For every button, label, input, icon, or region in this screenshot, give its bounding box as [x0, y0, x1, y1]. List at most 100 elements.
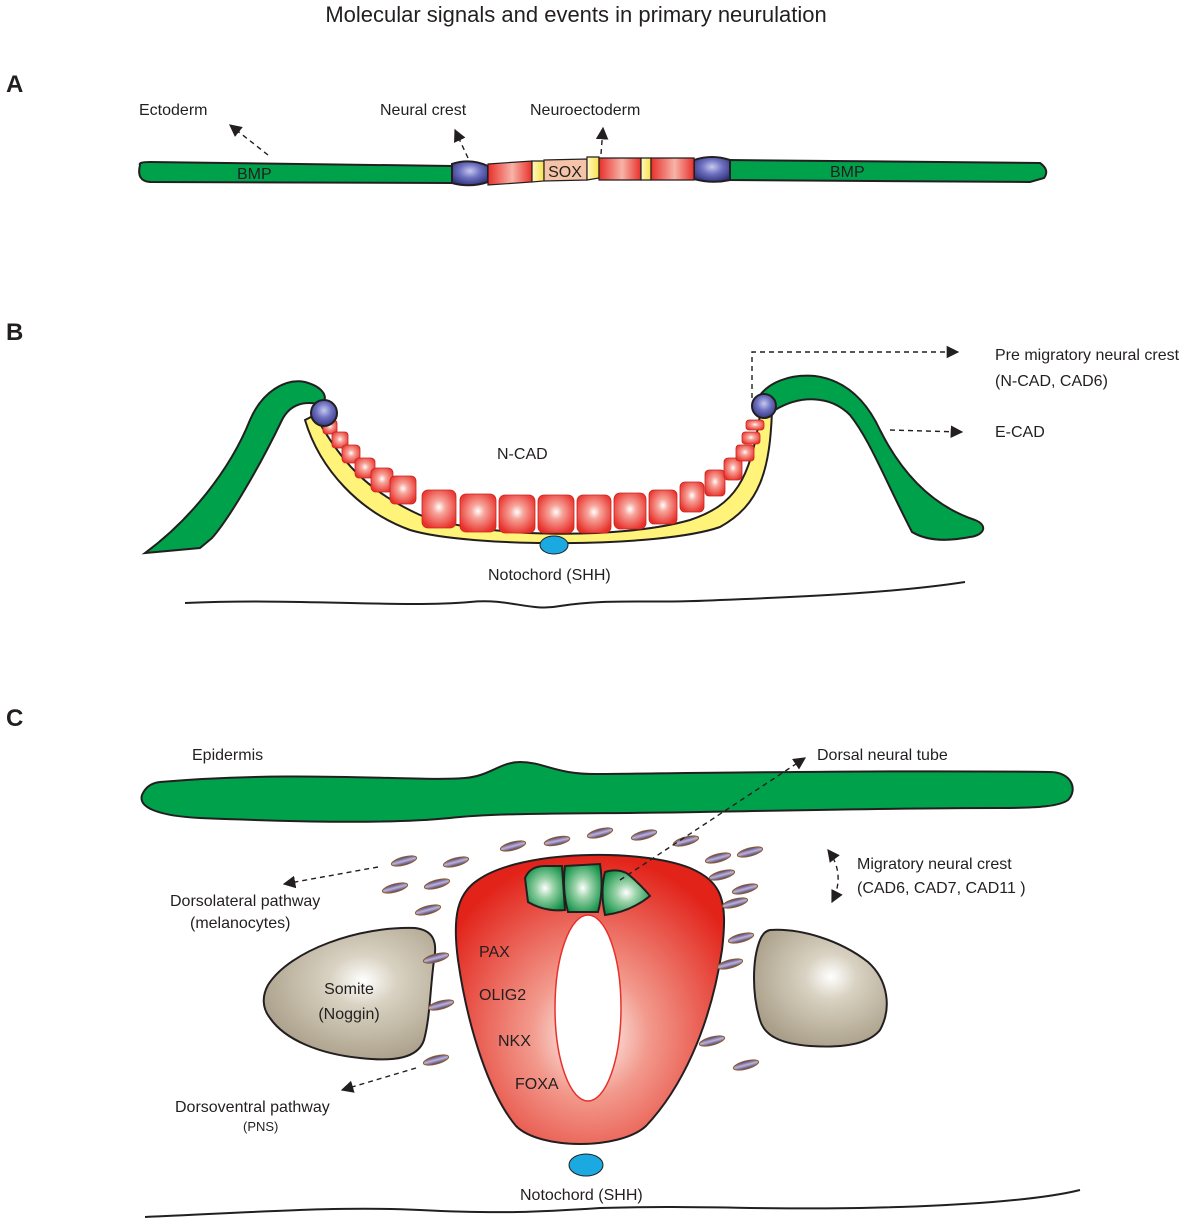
ectoderm-sheet-left — [138, 160, 453, 185]
neural-fold-left — [141, 380, 326, 555]
migratory-neural-crest-label: Migratory neural crest — [857, 856, 1012, 873]
ectoderm-arrow — [229, 124, 269, 156]
premigratory-arrow — [751, 345, 960, 398]
migratory-neural-crest-cell — [414, 904, 442, 916]
neural-plate-cell — [498, 494, 536, 534]
migratory-neural-crest-cell — [698, 1035, 726, 1047]
neural-plate-cell — [741, 431, 761, 445]
notochord-b-label: Notochord (SHH) — [488, 567, 611, 584]
bmp-left-label: BMP — [237, 166, 272, 183]
neural-plate-cell — [704, 469, 726, 497]
migratory-neural-crest-cell — [716, 958, 744, 970]
dorsolateral-pathway-arrow — [282, 866, 379, 889]
migratory-neural-crest-cell — [390, 855, 418, 867]
migratory-neural-crest-cell — [442, 856, 470, 868]
migratory-neural-crest-cell — [732, 1059, 760, 1071]
neural-plate-cell — [679, 481, 705, 513]
migratory-neural-crest-cell — [721, 897, 749, 909]
sox-label: SOX — [548, 164, 582, 181]
migratory-neural-crest-cell — [543, 835, 571, 847]
dorsal-neural-tube-cell — [601, 869, 652, 917]
neural-crest-label: Neural crest — [380, 102, 467, 119]
neural-plate-cell — [745, 419, 765, 431]
migratory-neural-crest-cell — [381, 882, 409, 894]
mesoderm-line-c — [144, 1189, 1081, 1218]
neuroectoderm-label: Neuroectoderm — [530, 102, 640, 119]
dorsal-neural-tube-arrow — [619, 757, 807, 881]
migratory-neural-crest-cell — [427, 999, 455, 1011]
neuroectoderm-yellow-cell — [586, 156, 600, 181]
neural-plate-cell — [389, 475, 417, 505]
neural-plate-cell — [341, 444, 361, 464]
neural-plate-cell — [648, 489, 678, 525]
nkx-label: NKX — [498, 1033, 531, 1050]
dorsoventral-pathway-label: Dorsoventral pathway — [175, 1099, 330, 1116]
neuroectoderm-yellow-cell — [640, 157, 652, 181]
premigratory-neural-crest-cell-right — [751, 393, 777, 419]
migratory-neural-crest-cell — [630, 829, 658, 841]
migratory-markers-label: (CAD6, CAD7, CAD11 ) — [857, 880, 1026, 897]
neural-plate-cell — [421, 489, 457, 529]
olig2-label: OLIG2 — [479, 987, 526, 1004]
epidermis-label: Epidermis — [192, 747, 263, 764]
neural-plate-cell — [735, 444, 755, 462]
ectoderm-label: Ectoderm — [139, 102, 207, 119]
panel-c: C — [6, 705, 1081, 1218]
somite-left — [262, 926, 437, 1061]
dorsal-neural-tube-cell — [523, 865, 567, 912]
pax-label: PAX — [479, 944, 510, 961]
neural-crest-arrow — [454, 128, 469, 159]
panel-a: A SOX BMP BMP Ectoderm Neural crest Neur… — [6, 71, 1048, 187]
dorsoventral-pns-label: (PNS) — [243, 1119, 278, 1134]
neural-plate-cell — [331, 431, 349, 449]
neural-plate-cell — [459, 493, 497, 533]
dorsoventral-pathway-arrow — [340, 1067, 417, 1093]
neural-plate-cell — [576, 494, 612, 534]
neural-plate-cells — [322, 419, 765, 534]
somite-noggin-label: (Noggin) — [318, 1006, 379, 1023]
somite-label: Somite — [324, 981, 374, 998]
migratory-neural-crest-cell — [708, 869, 736, 881]
migratory-neural-crest-arrow — [827, 848, 843, 904]
notochord-b — [539, 535, 569, 555]
premigratory-markers-label: (N-CAD, CAD6) — [995, 373, 1108, 390]
neural-fold-right — [756, 374, 985, 541]
neural-plate-cell — [537, 494, 575, 534]
migratory-neural-crest-cell — [422, 1054, 450, 1066]
panel-a-letter: A — [6, 71, 23, 98]
premigratory-neural-crest-cell-left — [310, 399, 338, 427]
migratory-neural-crest-cell — [736, 846, 764, 858]
ecad-label: E-CAD — [995, 424, 1045, 441]
dorsolateral-pathway-label: Dorsolateral pathway — [170, 893, 320, 910]
migratory-neural-crest-cell — [731, 883, 759, 895]
migratory-neural-crest-cell — [727, 932, 755, 944]
ectoderm-sheet-right — [727, 158, 1048, 184]
bmp-right-label: BMP — [830, 164, 865, 181]
neural-tube-lumen — [554, 914, 622, 1102]
foxa-label: FOXA — [515, 1076, 559, 1093]
neural-crest-cell-left — [451, 160, 489, 187]
neural-plate-cell — [723, 457, 743, 481]
premigratory-neural-crest-label: Pre migratory neural crest — [995, 347, 1180, 364]
migratory-neural-crest-cell — [704, 852, 732, 864]
somite-right — [753, 928, 888, 1048]
ecad-arrow — [889, 425, 964, 438]
panel-c-letter: C — [6, 705, 23, 732]
panel-b: B — [6, 319, 1180, 609]
panel-b-letter: B — [6, 319, 23, 346]
dorsal-neural-tube-cell — [563, 862, 603, 913]
notochord-c-label: Notochord (SHH) — [520, 1187, 643, 1204]
neuroectoderm-cell — [650, 157, 695, 181]
neuroectoderm-yellow-cell — [531, 160, 545, 183]
migratory-neural-crest-cell — [422, 952, 450, 964]
notochord-c — [568, 1153, 604, 1177]
neuroectoderm-arrow — [595, 126, 609, 155]
neural-plate-cell — [613, 492, 647, 530]
neuroectoderm-cell — [487, 160, 533, 186]
migratory-neural-crest-cell — [586, 827, 614, 839]
dorsolateral-melanocytes-label: (melanocytes) — [190, 915, 290, 932]
neural-crest-cell-right — [693, 156, 731, 183]
mesoderm-line-b — [184, 581, 966, 609]
diagram-title: Molecular signals and events in primary … — [325, 2, 826, 27]
